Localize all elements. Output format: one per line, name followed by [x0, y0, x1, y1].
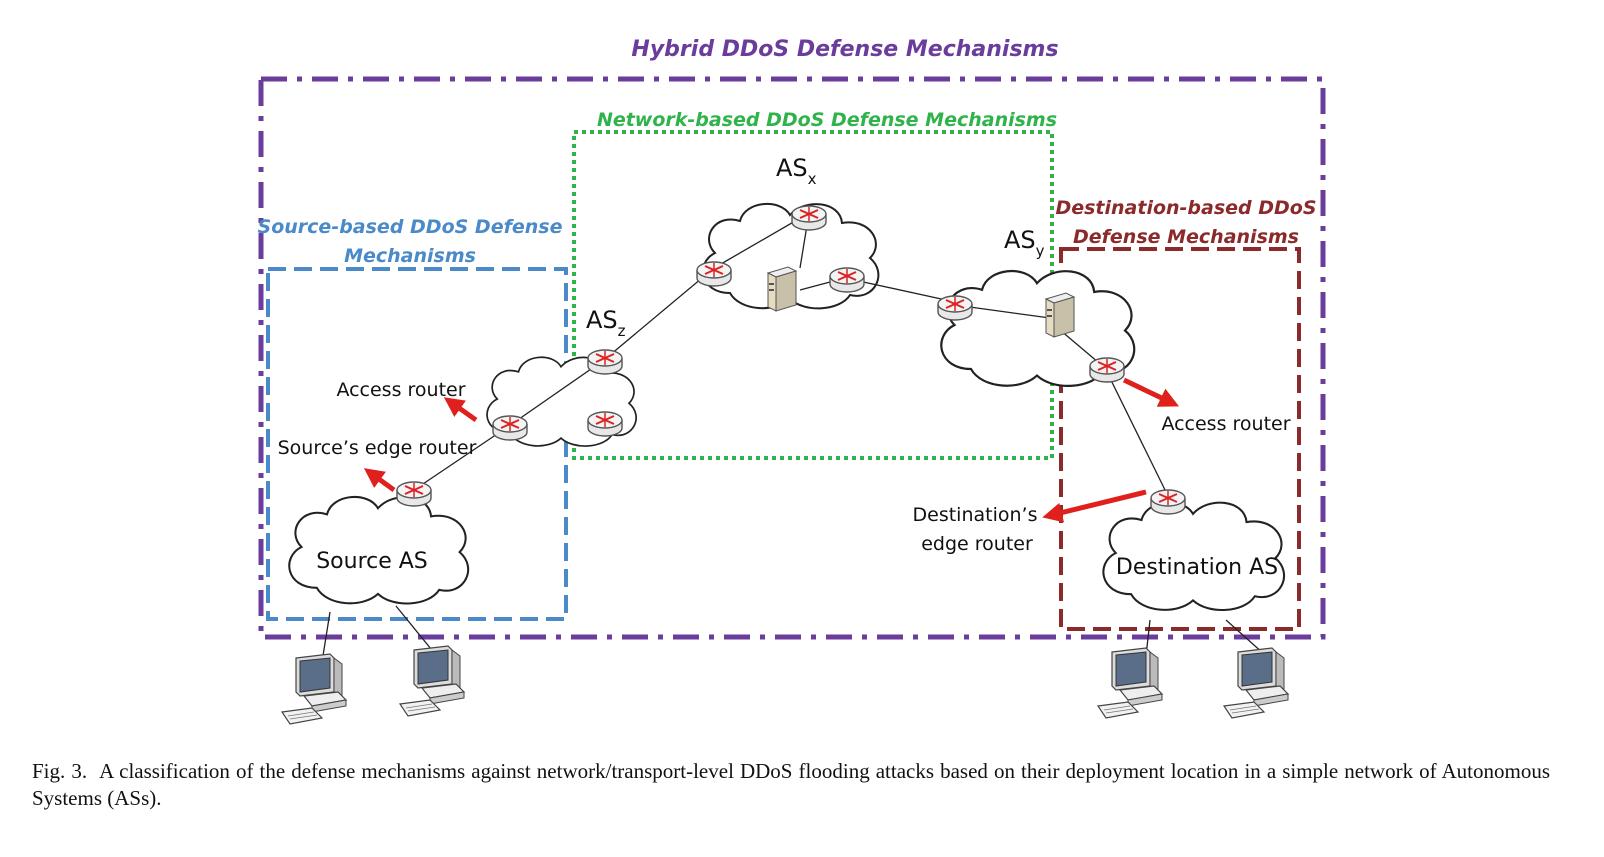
as-y-label: ASy — [1004, 226, 1045, 260]
destination-edge-router-icon — [1150, 489, 1186, 515]
source-edge-router-icon — [396, 481, 432, 507]
pc-icon — [1223, 647, 1289, 719]
network-title: Network-based DDoS Defense Mechanisms — [597, 109, 1057, 131]
destination-title-line2: Defense Mechanisms — [1073, 226, 1299, 248]
server-icon — [767, 266, 797, 312]
source-title-line1: Source-based DDoS Defense — [258, 216, 563, 238]
destination-region-box — [1059, 247, 1301, 631]
dst-access-router-label: Access router — [1161, 413, 1290, 435]
destination-access-router-icon — [1089, 357, 1125, 383]
as-x-router-icon — [829, 267, 865, 293]
hybrid-region-box — [258, 76, 1326, 640]
as-z-router-icon — [587, 411, 623, 437]
arrow-dst-edge — [1042, 489, 1147, 523]
as-z-router-icon — [587, 349, 623, 375]
source-access-router-icon — [492, 415, 528, 441]
src-access-router-label: Access router — [336, 379, 465, 401]
caption-text: A classification of the defense mechanis… — [32, 759, 1551, 810]
figure-caption: Fig. 3.A classification of the defense m… — [32, 758, 1550, 812]
red-arrows — [363, 377, 1180, 523]
dst-edge-router-label-line1: Destination’s — [913, 504, 1038, 526]
destination-title-line1: Destination-based DDoS — [1055, 197, 1316, 219]
source-title-line2: Mechanisms — [344, 245, 476, 267]
pc-icon — [1097, 647, 1163, 719]
source-region-box — [266, 267, 568, 621]
pc-icon — [399, 645, 465, 717]
as-x-router-icon — [696, 261, 732, 287]
destination-as-label: Destination AS — [1116, 555, 1278, 580]
pc-icon — [281, 653, 347, 725]
as-z-label: ASz — [586, 306, 626, 340]
figure-number: Fig. 3. — [32, 759, 88, 783]
hybrid-title: Hybrid DDoS Defense Mechanisms — [631, 37, 1058, 62]
src-edge-router-label: Source’s edge router — [278, 437, 477, 459]
dst-edge-router-label-line2: edge router — [921, 533, 1033, 555]
arrow-src-access — [443, 397, 478, 423]
as-x-router-icon — [791, 205, 827, 231]
server-icon — [1045, 292, 1075, 338]
as-y-router-icon — [937, 295, 973, 321]
ddos-defense-diagram: Hybrid DDoS Defense Mechanisms Network-b… — [258, 37, 1326, 725]
arrow-dst-access — [1122, 377, 1180, 407]
as-x-label: ASx — [776, 154, 817, 188]
arrow-src-edge — [363, 468, 396, 493]
source-as-label: Source AS — [316, 549, 428, 574]
